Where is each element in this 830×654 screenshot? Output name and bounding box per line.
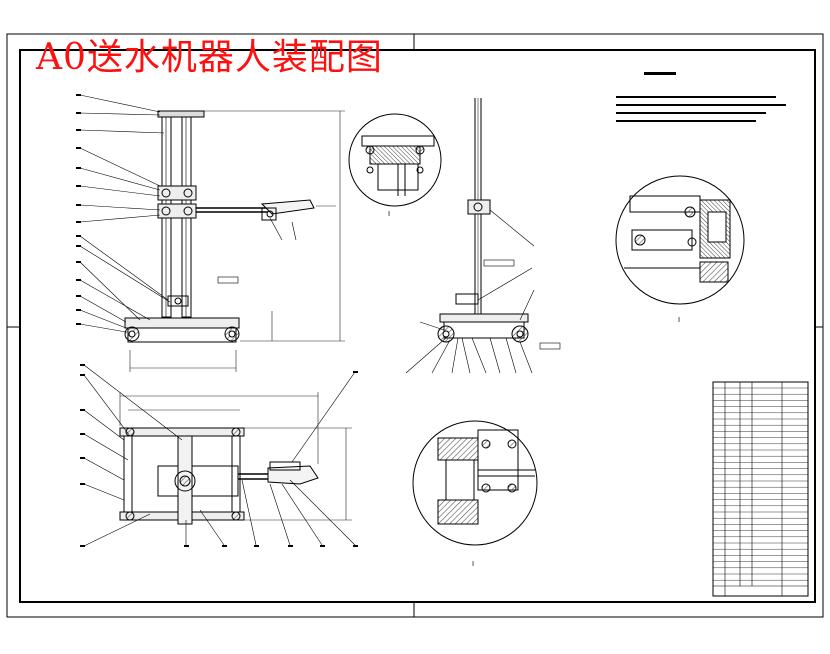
- parts-list-rows: [713, 387, 808, 581]
- drawing-title: A0送水机器人装配图: [36, 37, 383, 78]
- side-view: [437, 98, 561, 350]
- top-view: [119, 427, 319, 525]
- top-view-leader-tags: [80, 364, 358, 547]
- detail-view-3-mark: I: [472, 560, 474, 568]
- technical-requirements-block: [616, 72, 786, 122]
- detail-view-2: [615, 175, 745, 305]
- detail-view-2-mark: I: [678, 316, 680, 324]
- top-view-leaders: [83, 364, 356, 547]
- front-view-dimensions: [129, 110, 345, 372]
- sheet-frame: [6, 33, 824, 618]
- front-view: [124, 110, 315, 343]
- front-view-leaders: [79, 94, 297, 333]
- parts-list-table: [712, 381, 809, 597]
- detail-view-1-mark: I: [388, 210, 390, 218]
- top-view-dimensions: [119, 392, 352, 521]
- front-view-leader-tags: [76, 94, 81, 325]
- detail-view-3: [412, 420, 538, 546]
- side-view-leaders: [405, 209, 535, 374]
- detail-view-1: [348, 113, 442, 207]
